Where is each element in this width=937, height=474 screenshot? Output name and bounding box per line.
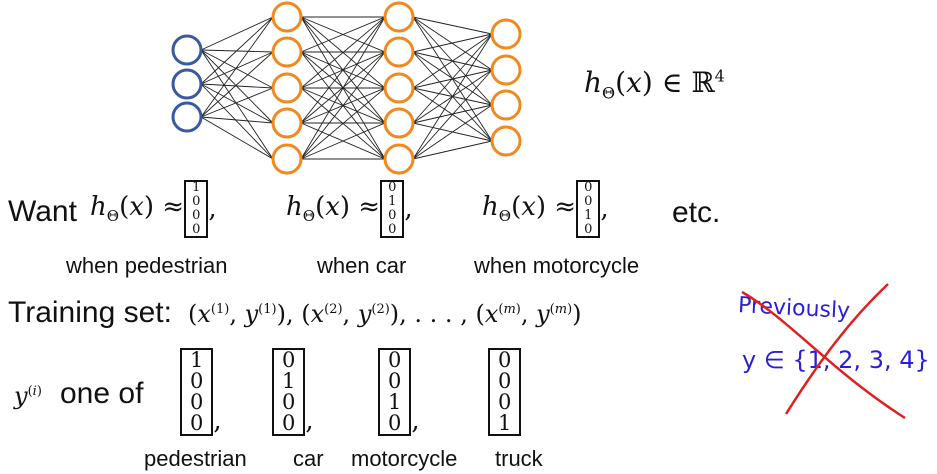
network-edge — [412, 140, 493, 160]
training-set-label: Training set: — [8, 296, 172, 329]
network-edge — [412, 104, 493, 160]
network-edge — [412, 16, 493, 71]
want-etc: etc. — [672, 196, 721, 229]
output-node — [490, 125, 522, 157]
network-nodes — [171, 1, 522, 175]
network-edge — [200, 87, 274, 118]
network-edge — [300, 51, 386, 160]
network-edge — [300, 122, 386, 160]
hidden-node — [383, 36, 415, 68]
hidden-node — [383, 143, 415, 175]
network-edge — [300, 87, 386, 160]
y-i-symbol: y(i) — [14, 382, 42, 410]
network-edge — [200, 83, 274, 89]
hidden-node — [271, 1, 303, 33]
network-edge — [300, 16, 386, 160]
hidden-node — [271, 107, 303, 139]
label-caption-car: car — [293, 446, 324, 471]
network-edge — [200, 16, 274, 85]
output-node — [490, 18, 522, 50]
want-caption-1: when pedestrian — [66, 253, 228, 278]
network-edge — [200, 49, 274, 89]
want-caption-3: when motorcycle — [474, 253, 640, 278]
network-edge — [200, 83, 274, 160]
label-caption-motorcycle: motorcycle — [351, 446, 458, 471]
network-edge — [300, 16, 386, 124]
network-edge — [200, 16, 274, 118]
network-edge — [200, 116, 274, 124]
one-of-label: one of — [60, 377, 144, 410]
hidden-node — [383, 1, 415, 33]
network-edges — [200, 16, 493, 160]
hidden-node — [271, 72, 303, 104]
label-caption-truck: truck — [495, 446, 543, 471]
network-edge — [412, 33, 493, 160]
training-set-formula: (x(1), y(1)), (x(2), y(2)), . . . , (x(m… — [188, 300, 582, 328]
want-label: Want — [8, 195, 77, 228]
network-edge — [300, 16, 386, 53]
network-edge — [200, 49, 274, 124]
network-edge — [200, 116, 274, 160]
input-node — [171, 68, 203, 100]
network-edge — [200, 83, 274, 124]
network-edge — [412, 16, 493, 35]
network-edge — [300, 16, 386, 89]
network-edge — [200, 51, 274, 118]
hidden-node — [271, 36, 303, 68]
network-edge — [412, 33, 493, 53]
network-edge — [200, 49, 274, 160]
network-edge — [412, 33, 493, 124]
input-node — [171, 34, 203, 66]
network-edge — [200, 51, 274, 85]
want-caption-2: when car — [317, 253, 407, 278]
network-edge — [200, 16, 274, 51]
handwritten-label-set: y ∈ {1, 2, 3, 4} — [742, 346, 930, 374]
label-caption-pedestrian: pedestrian — [144, 446, 247, 471]
output-equation: hΘ(x) ∈ ℝ4 — [584, 66, 725, 103]
output-node — [490, 54, 522, 86]
network-edge — [412, 69, 493, 160]
output-node — [490, 89, 522, 121]
hidden-node — [383, 72, 415, 104]
network-edge — [412, 33, 493, 89]
hidden-node — [271, 143, 303, 175]
input-node — [171, 101, 203, 133]
hidden-node — [383, 107, 415, 139]
